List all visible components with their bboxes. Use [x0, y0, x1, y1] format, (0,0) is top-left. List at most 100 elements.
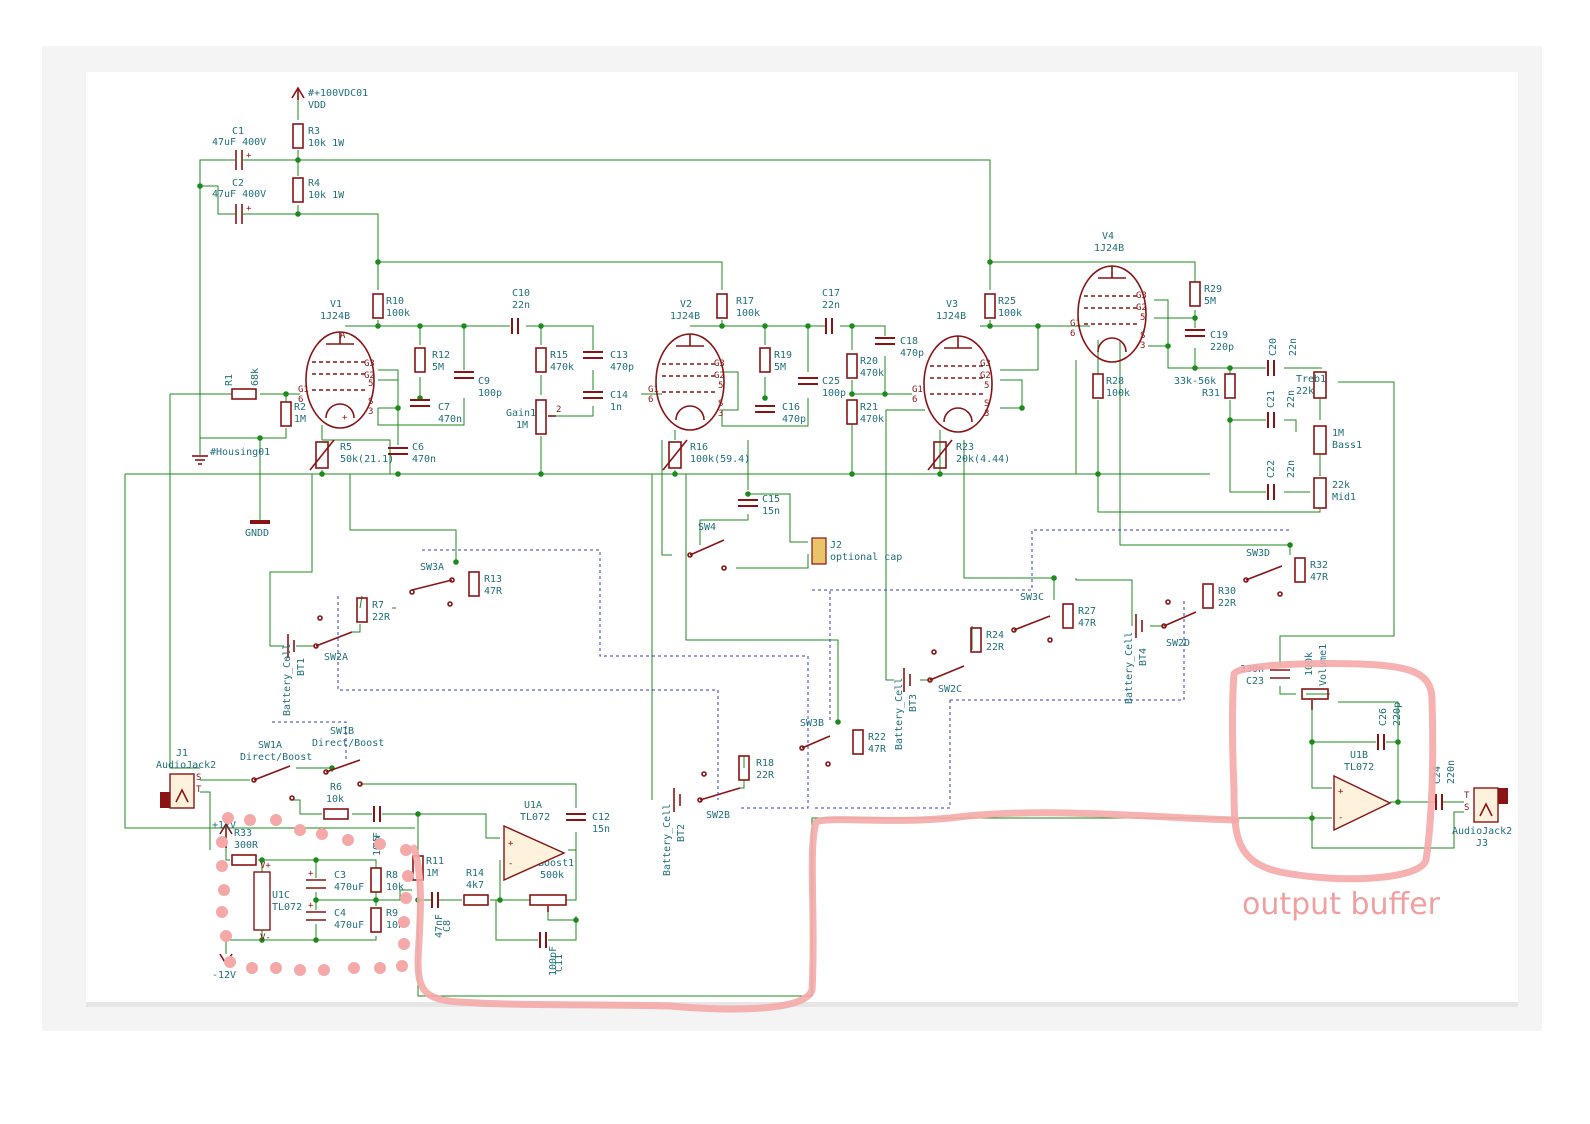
- svg-text:TL072: TL072: [520, 812, 550, 823]
- output-buffer-note: output buffer: [1242, 887, 1441, 922]
- svg-text:G3: G3: [364, 359, 375, 369]
- svg-text:22R: 22R: [756, 770, 775, 781]
- svg-text:5M: 5M: [1204, 296, 1216, 307]
- svg-text:470n: 470n: [412, 454, 436, 465]
- svg-text:+: +: [308, 869, 314, 879]
- svg-text:SW3C: SW3C: [1020, 592, 1044, 603]
- neg12-label: -12V: [212, 970, 236, 981]
- svg-text:SW2A: SW2A: [324, 652, 348, 663]
- supply-symbols: #+100VDC01 VDD #Housing01 GNDD +12V -12V: [192, 86, 368, 981]
- svg-text:47R: 47R: [1078, 618, 1097, 629]
- gnd-label: GNDD: [245, 528, 269, 539]
- svg-text:R30: R30: [1218, 586, 1236, 597]
- svg-text:TL072: TL072: [272, 902, 302, 913]
- svg-text:C18: C18: [900, 336, 918, 347]
- svg-text:R25: R25: [998, 296, 1016, 307]
- svg-text:3: 3: [718, 409, 723, 419]
- svg-text:R1: R1: [224, 374, 235, 386]
- svg-text:SW3A: SW3A: [420, 562, 444, 573]
- svg-text:optional cap: optional cap: [830, 552, 902, 563]
- svg-text:22R: 22R: [986, 642, 1005, 653]
- svg-text:22n: 22n: [1286, 460, 1297, 478]
- svg-text:C2: C2: [232, 178, 244, 189]
- svg-text:15n: 15n: [592, 824, 610, 835]
- svg-text:6: 6: [648, 395, 653, 405]
- hv-net-label: #+100VDC01: [308, 88, 368, 99]
- svg-text:R28: R28: [1106, 376, 1124, 387]
- svg-text:C3: C3: [334, 870, 346, 881]
- svg-text:Gain1: Gain1: [506, 408, 536, 419]
- svg-text:R31: R31: [1202, 388, 1220, 399]
- svg-text:5M: 5M: [432, 362, 444, 373]
- svg-text:6: 6: [298, 395, 303, 405]
- svg-text:C15: C15: [762, 494, 780, 505]
- svg-text:220n: 220n: [1446, 760, 1457, 784]
- svg-text:G1: G1: [912, 385, 923, 395]
- svg-text:+: +: [246, 204, 252, 214]
- svg-text:R16: R16: [690, 442, 708, 453]
- svg-text:C10: C10: [512, 288, 530, 299]
- svg-text:10k: 10k: [386, 920, 404, 931]
- svg-text:J2: J2: [830, 540, 842, 551]
- svg-text:C25: C25: [822, 376, 840, 387]
- svg-text:R33: R33: [234, 828, 252, 839]
- svg-text:G2: G2: [714, 371, 725, 381]
- svg-text:R15: R15: [550, 350, 568, 361]
- svg-text:100k(59.4): 100k(59.4): [690, 454, 750, 465]
- sheet-bottom-edge: [86, 1002, 1518, 1007]
- svg-text:R20: R20: [860, 356, 878, 367]
- svg-text:SW2B: SW2B: [706, 810, 730, 821]
- svg-text:+: +: [1338, 787, 1344, 797]
- svg-text:C19: C19: [1210, 330, 1228, 341]
- svg-text:10k 1W: 10k 1W: [308, 138, 345, 149]
- svg-text:6: 6: [912, 395, 917, 405]
- svg-text:50k(21.1): 50k(21.1): [340, 454, 394, 465]
- svg-text:220p: 220p: [1210, 342, 1234, 353]
- svg-text:Boost1: Boost1: [538, 858, 574, 869]
- svg-text:U1A: U1A: [524, 800, 542, 811]
- svg-text:A: A: [340, 331, 346, 341]
- svg-text:V4: V4: [1102, 231, 1114, 242]
- svg-text:R9: R9: [386, 908, 398, 919]
- svg-text:U1C: U1C: [272, 890, 290, 901]
- svg-text:G3: G3: [1136, 291, 1147, 301]
- svg-text:S: S: [718, 399, 723, 409]
- svg-text:1M: 1M: [1332, 428, 1344, 439]
- schematic-sheet: [86, 72, 1518, 1002]
- wire-net: [124, 100, 1464, 997]
- svg-text:SW2D: SW2D: [1166, 638, 1190, 649]
- svg-text:R11: R11: [426, 856, 444, 867]
- svg-text:100k: 100k: [386, 308, 410, 319]
- svg-text:SW4: SW4: [698, 522, 716, 533]
- svg-text:R6: R6: [330, 782, 342, 793]
- svg-text:C7: C7: [438, 402, 450, 413]
- svg-text:C16: C16: [782, 402, 800, 413]
- svg-text:V-: V-: [260, 933, 271, 943]
- svg-text:22n: 22n: [822, 300, 840, 311]
- svg-text:R17: R17: [736, 296, 754, 307]
- svg-text:22k: 22k: [1332, 480, 1350, 491]
- svg-text:10k: 10k: [386, 882, 404, 893]
- svg-text:R7: R7: [372, 600, 384, 611]
- svg-text:R23: R23: [956, 442, 974, 453]
- svg-text:Battery_Cell: Battery_Cell: [1124, 632, 1135, 704]
- svg-text:500k: 500k: [540, 870, 564, 881]
- svg-text:G1: G1: [648, 385, 659, 395]
- svg-text:AudioJack2: AudioJack2: [156, 760, 216, 771]
- svg-text:G3: G3: [980, 359, 991, 369]
- svg-text:C9: C9: [478, 376, 490, 387]
- svg-text:R27: R27: [1078, 606, 1096, 617]
- svg-text:C12: C12: [592, 812, 610, 823]
- svg-text:S: S: [984, 399, 989, 409]
- svg-text:G2: G2: [364, 371, 375, 381]
- svg-text:R14: R14: [466, 868, 484, 879]
- svg-text:47uF 400V: 47uF 400V: [212, 189, 266, 200]
- svg-text:V+: V+: [260, 861, 271, 871]
